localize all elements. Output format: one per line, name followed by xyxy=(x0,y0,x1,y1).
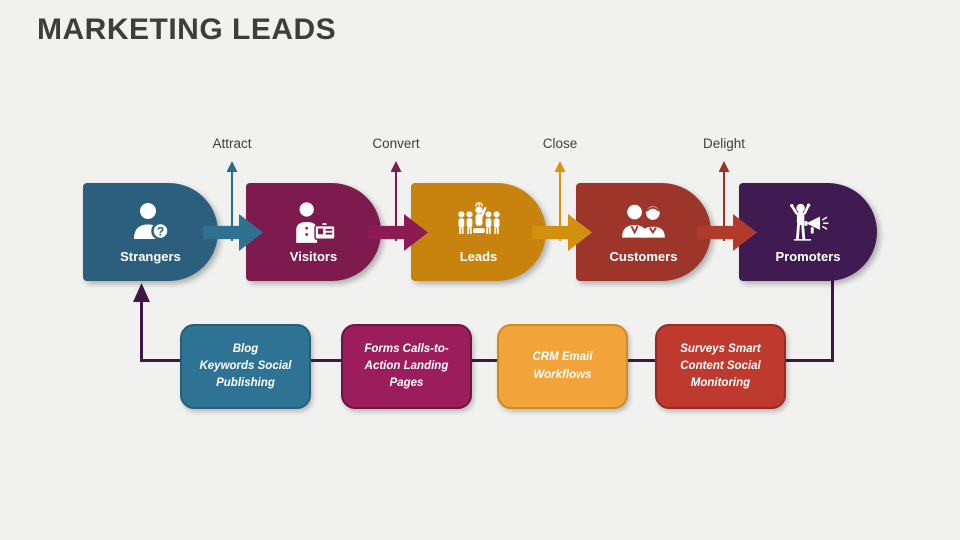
stage-label: Promoters xyxy=(775,249,841,264)
tool-box-blog-keywords: Blog Keywords Social Publishing xyxy=(180,324,311,409)
stage-label: Visitors xyxy=(289,249,338,264)
tool-box-crm-email: CRM Email Workflows xyxy=(497,324,628,409)
delight-up-arrow xyxy=(717,161,731,241)
attract-up-arrow xyxy=(225,161,239,241)
arrow-up-icon xyxy=(390,161,402,172)
stage-visitors: Visitors xyxy=(246,183,381,281)
arrow-up-icon xyxy=(718,161,730,172)
action-label-convert: Convert xyxy=(372,136,420,151)
svg-text:?: ? xyxy=(156,225,163,239)
stage-customers: Customers xyxy=(576,183,711,281)
loop-line-right xyxy=(831,280,834,361)
person-question-icon: ? xyxy=(133,203,170,241)
megaphone-promoter-icon xyxy=(790,203,829,241)
person-id-badge-icon xyxy=(295,202,336,243)
loop-arrowhead-up-icon xyxy=(133,283,150,302)
stage-leads: Leads xyxy=(411,183,546,281)
action-label-close: Close xyxy=(542,136,578,151)
arrow-up-icon xyxy=(226,161,238,172)
stage-label: Strangers xyxy=(120,249,181,264)
close-up-arrow xyxy=(553,161,567,241)
stage-strangers: ? Strangers xyxy=(83,183,218,281)
group-winner-icon xyxy=(457,202,500,234)
stage-label: Customers xyxy=(609,249,678,264)
two-customers-icon xyxy=(621,204,665,238)
arrow-up-icon xyxy=(554,161,566,172)
stage-label: Leads xyxy=(459,249,498,264)
tool-box-forms-cta: Forms Calls-to- Action Landing Pages xyxy=(341,324,472,409)
action-label-delight: Delight xyxy=(702,136,746,151)
loop-line-left xyxy=(140,301,143,361)
convert-up-arrow xyxy=(389,161,403,241)
loop-line-bottom xyxy=(140,359,834,362)
tool-box-surveys: Surveys Smart Content Social Monitoring xyxy=(655,324,786,409)
page-title: MARKETING LEADS xyxy=(37,13,337,46)
action-label-attract: Attract xyxy=(212,136,252,151)
stage-promoters: Promoters xyxy=(739,183,877,281)
